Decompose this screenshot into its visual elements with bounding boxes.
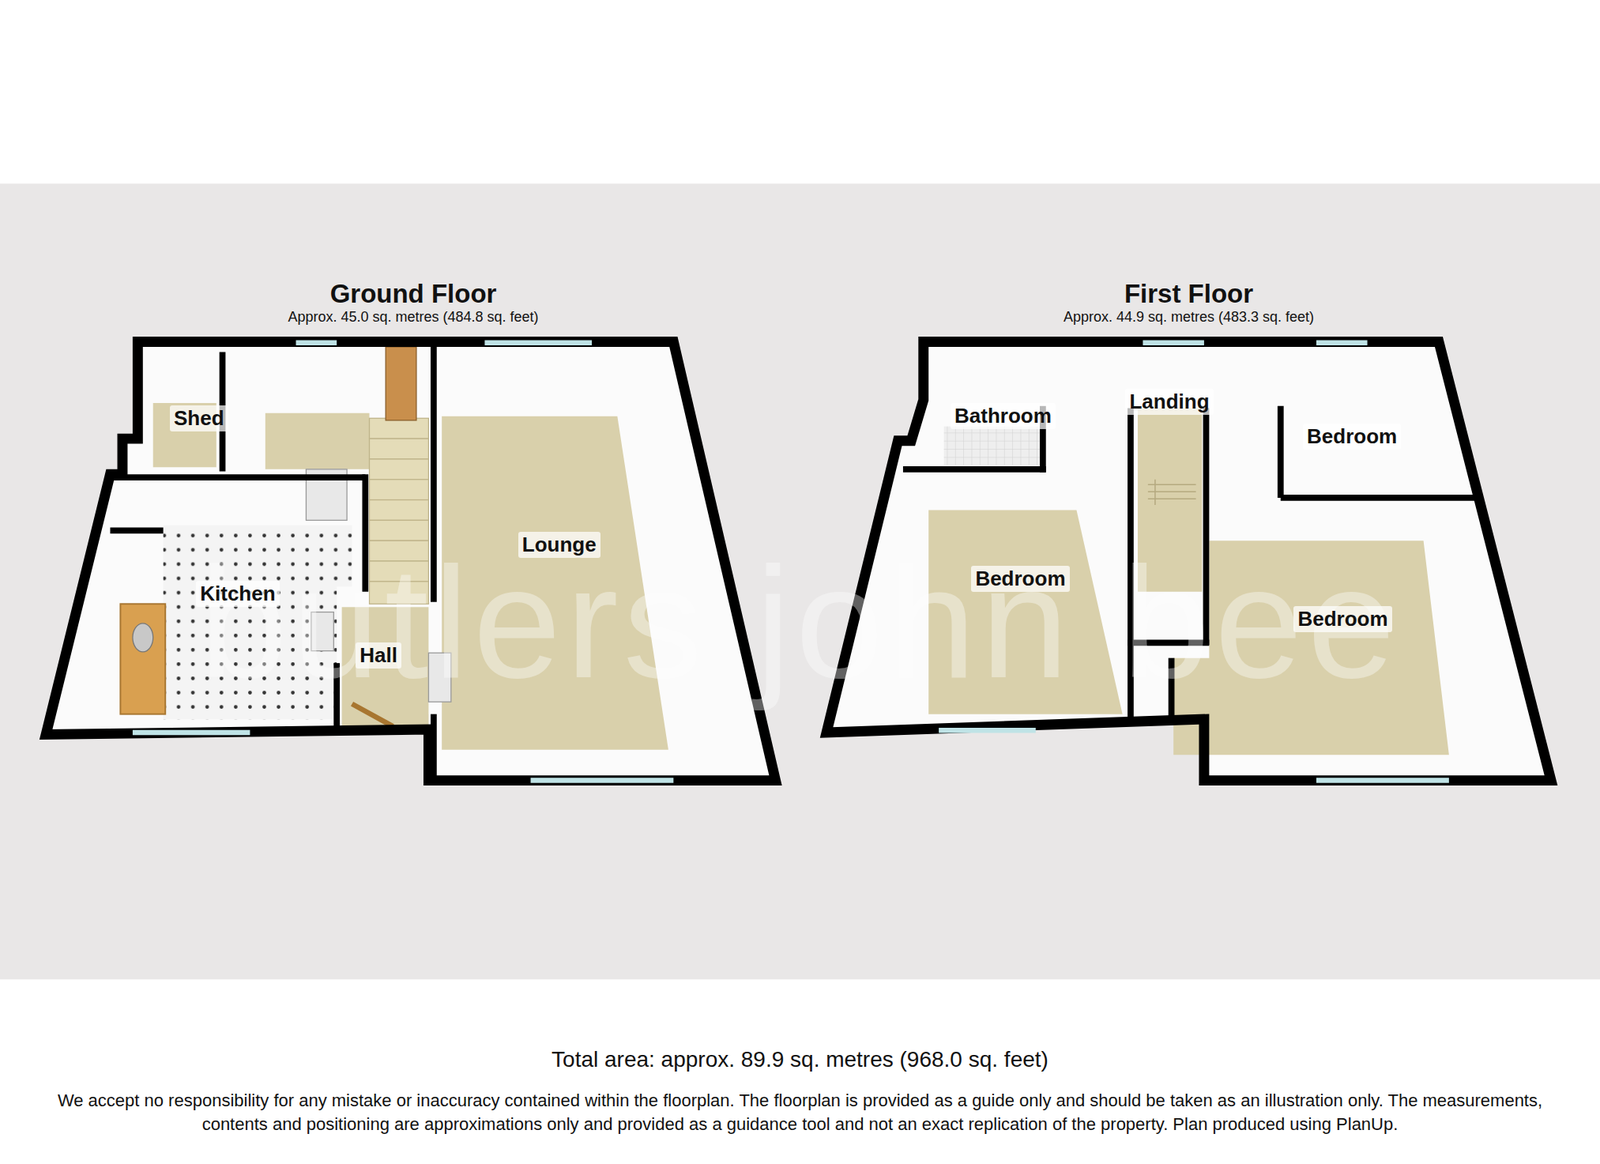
floor-title: First Floor [816,278,1562,309]
total-area: Total area: approx. 89.9 sq. metres (968… [0,1046,1600,1073]
floor-plan: First FloorApprox. 44.9 sq. metres (483.… [816,275,1562,791]
disclaimer: We accept no responsibility for any mist… [47,1088,1553,1137]
room-name: Landing [1129,389,1209,414]
room-name: Bedroom [1306,424,1397,448]
room-label: Bedroom [1302,423,1401,450]
room-name: Lounge [522,532,597,557]
room-label: Kitchen [195,580,279,607]
watermark: butlers john bee [199,531,1400,714]
room-label: Bedroom [1293,606,1392,633]
floor-title: Ground Floor [41,278,787,309]
room-name: Bedroom [975,566,1066,591]
room-name: Hall [359,643,398,667]
room-label: Hall [355,642,402,669]
room-label: Shed [169,405,229,432]
room-label: Landing [1125,388,1213,415]
room-name: Bathroom [954,403,1052,428]
room-label: Lounge [518,531,601,558]
room-name: Bedroom [1297,606,1388,631]
floor-area: Approx. 45.0 sq. metres (484.8 sq. feet) [41,308,787,326]
room-label: Bathroom [950,402,1056,430]
room-name: Kitchen [199,581,275,606]
floor-plan: Ground FloorApprox. 45.0 sq. metres (484… [41,275,787,791]
floor-area: Approx. 44.9 sq. metres (483.3 sq. feet) [816,308,1562,326]
room-label: Bedroom [971,565,1070,592]
room-name: Shed [173,406,225,430]
